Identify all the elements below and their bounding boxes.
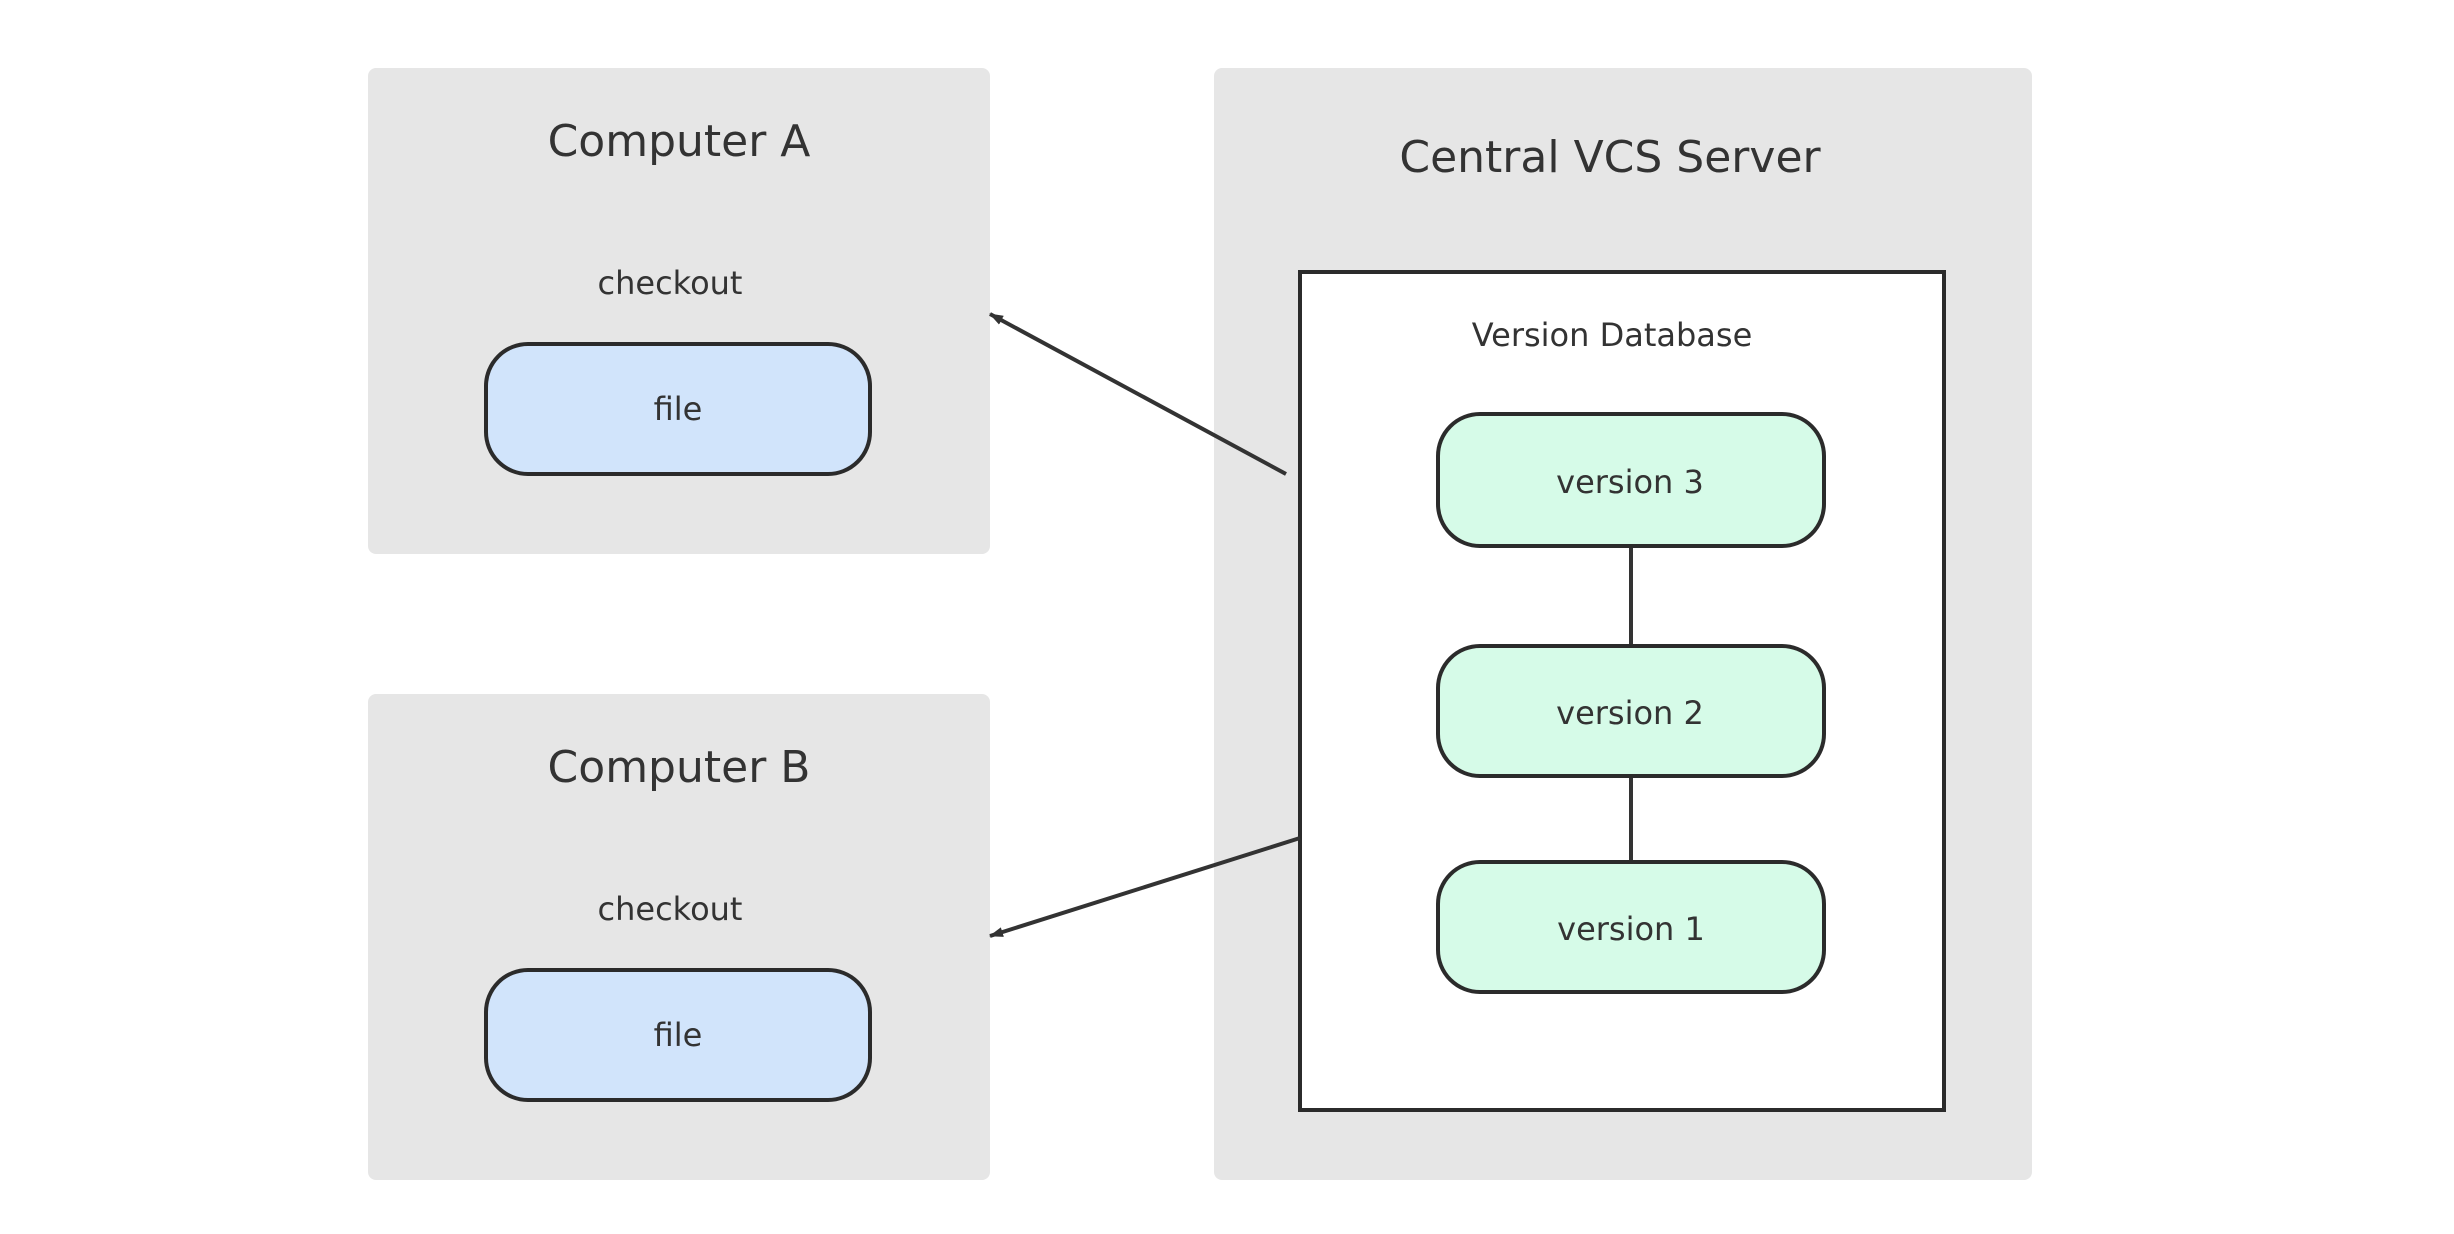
computer-b-file-node — [484, 968, 872, 1102]
computer-a-panel: Computer A checkout file — [368, 68, 990, 554]
checkout-arrow-to-computer-b — [989, 836, 1301, 938]
computer-a-file-label: file — [654, 390, 703, 428]
version-1-label: version 1 — [1557, 910, 1705, 948]
version-3-node — [1436, 412, 1826, 548]
server-panel: Central VCS Server Version Database vers… — [1214, 68, 2032, 1180]
version-2-node — [1436, 644, 1826, 778]
computer-b-panel: Computer B checkout file — [368, 694, 990, 1180]
version-database-title: Version Database — [1472, 316, 1753, 354]
computer-a-checkout-label: checkout — [598, 264, 743, 302]
computer-a-file-node — [484, 342, 872, 476]
computer-b-file-label: file — [654, 1016, 703, 1054]
version-1-node — [1436, 860, 1826, 994]
version-database: Version Database version 3 version 2 ver… — [1298, 270, 1946, 1112]
computer-a-title: Computer A — [548, 116, 811, 167]
computer-b-checkout-label: checkout — [598, 890, 743, 928]
computer-b-title: Computer B — [548, 742, 811, 793]
version-3-label: version 3 — [1556, 463, 1704, 501]
server-title: Central VCS Server — [1399, 132, 1821, 183]
version-2-label: version 2 — [1556, 694, 1704, 732]
checkout-arrow-to-computer-a — [989, 312, 1287, 476]
